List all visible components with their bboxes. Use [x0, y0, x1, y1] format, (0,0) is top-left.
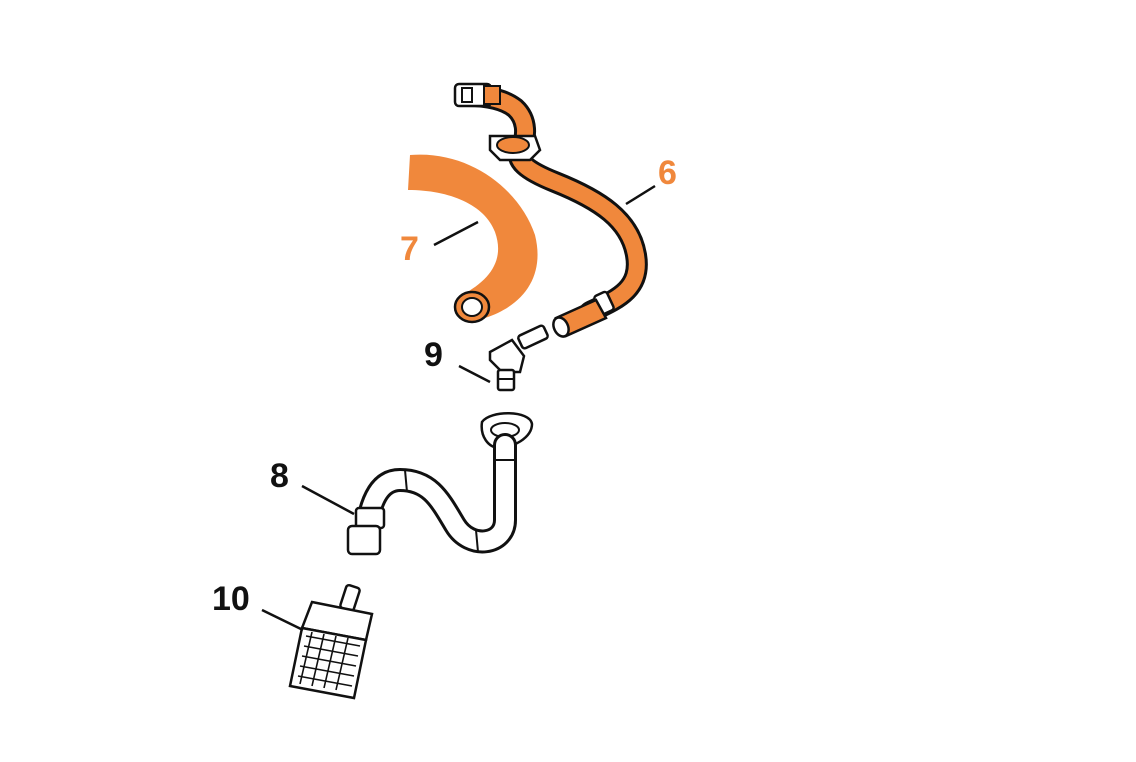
- elbow-connector-9[interactable]: [488, 324, 549, 392]
- callout-8: 8: [270, 457, 289, 495]
- suction-hose-8[interactable]: [346, 412, 534, 556]
- leader-lines: [261, 184, 656, 632]
- callout-9: 9: [424, 336, 443, 374]
- fuel-filter-10[interactable]: [288, 583, 374, 700]
- callout-6: 6: [658, 154, 677, 192]
- fuel-hose-6[interactable]: [453, 82, 648, 339]
- callout-10: 10: [212, 580, 250, 618]
- callout-7: 7: [400, 230, 419, 268]
- grommet-7[interactable]: [408, 154, 538, 324]
